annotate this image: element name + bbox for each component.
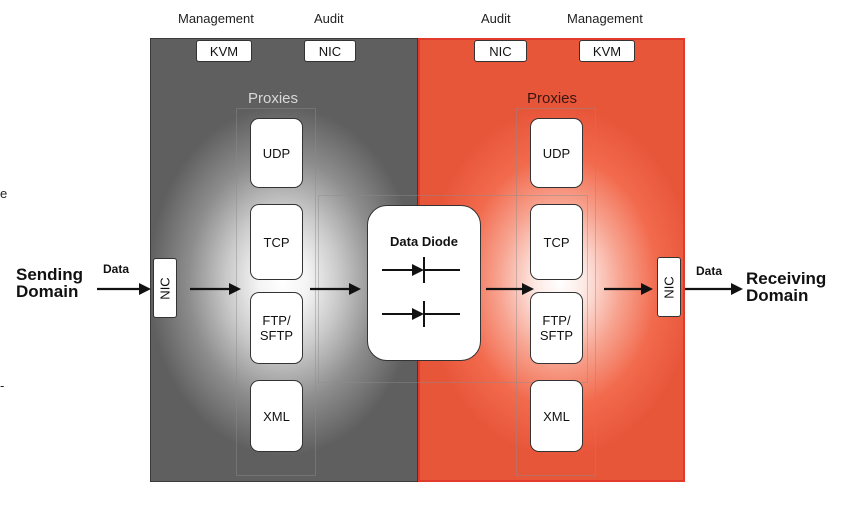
left-kvm-box: KVM xyxy=(196,40,252,62)
left-proxy-xml: XML xyxy=(250,380,303,452)
receiving-domain-label: Receiving Domain xyxy=(746,270,826,304)
left-proxies-outline xyxy=(236,108,316,476)
diode-to-proxies-arrow xyxy=(486,283,534,295)
edge-mark-top: e xyxy=(0,186,8,201)
data-diode-label: Data Diode xyxy=(390,234,458,249)
receiving-data-label: Data xyxy=(696,264,723,278)
proxies-to-diode-arrow xyxy=(310,283,361,295)
data-diode-box: Data Diode xyxy=(367,205,481,361)
right-proxy-xml: XML xyxy=(530,380,583,452)
right-kvm-box: KVM xyxy=(579,40,635,62)
left-proxy-udp: UDP xyxy=(250,118,303,188)
nic-to-proxies-arrow xyxy=(190,283,241,295)
right-proxy-tcp: TCP xyxy=(530,204,583,280)
right-proxy-udp: UDP xyxy=(530,118,583,188)
proxies-to-nic-arrow xyxy=(604,283,653,295)
left-proxy-ftp-sftp: FTP/ SFTP xyxy=(250,292,303,364)
left-management-label: Management xyxy=(178,11,254,26)
right-proxies-title: Proxies xyxy=(527,90,578,107)
left-audit-nic-box: NIC xyxy=(304,40,356,62)
right-management-label: Management xyxy=(567,11,643,26)
left-proxy-tcp: TCP xyxy=(250,204,303,280)
sending-domain-line2: Domain xyxy=(16,282,79,301)
sending-nic-box: NIC xyxy=(153,258,177,318)
receiving-domain-line1: Receiving xyxy=(746,269,827,288)
right-proxy-ftp-sftp: FTP/ SFTP xyxy=(530,292,583,364)
diode-symbol-upper xyxy=(382,257,460,283)
sending-input-arrow xyxy=(97,283,151,295)
diode-symbols xyxy=(382,257,460,327)
sending-data-label: Data xyxy=(103,262,130,276)
sending-domain-line1: Sending xyxy=(16,265,84,284)
edge-mark-bottom: - xyxy=(0,378,5,393)
sending-domain-label: Sending Domain xyxy=(16,266,83,300)
left-proxies-title: Proxies xyxy=(248,90,299,107)
right-audit-label: Audit xyxy=(481,11,511,26)
right-audit-nic-box: NIC xyxy=(474,40,527,62)
receiving-domain-line2: Domain xyxy=(746,286,809,305)
receiving-output-arrow xyxy=(685,283,743,295)
right-proxies-outline xyxy=(516,108,596,476)
diode-symbol-lower xyxy=(382,301,460,327)
receiving-nic-box: NIC xyxy=(657,257,681,317)
left-audit-label: Audit xyxy=(314,11,344,26)
